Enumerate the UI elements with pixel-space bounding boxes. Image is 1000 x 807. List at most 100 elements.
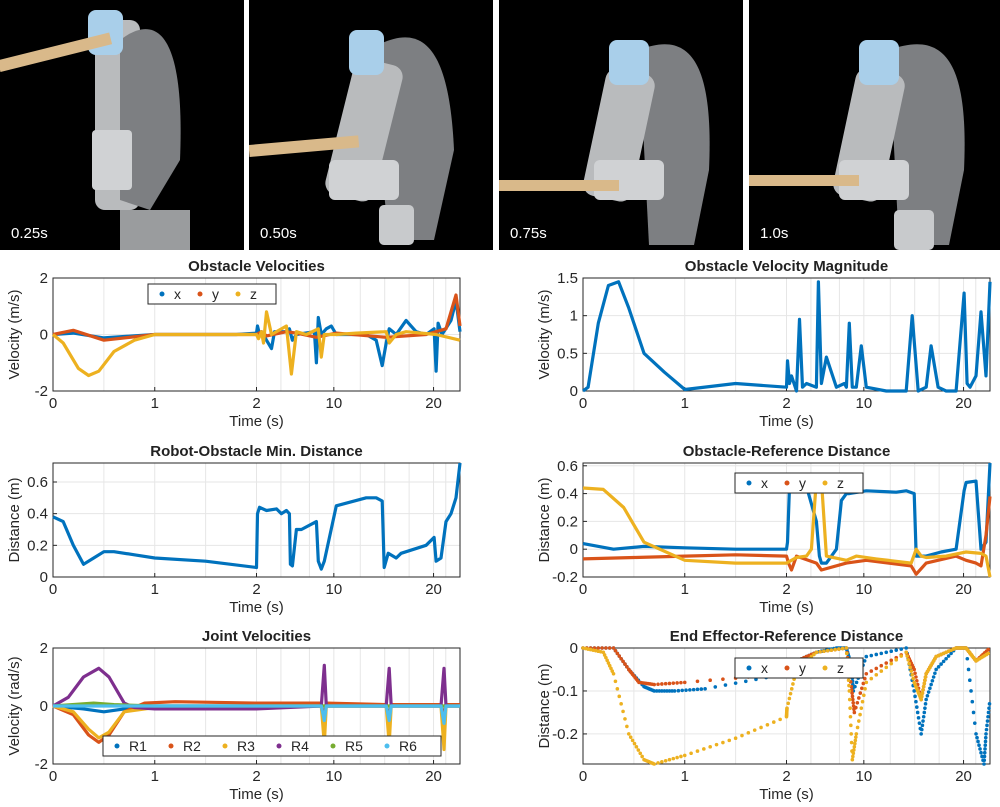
series-y-point [607, 646, 612, 650]
series-z-point [778, 717, 782, 722]
series-z-point [652, 762, 657, 766]
y-axis-label: Velocity (m/s) [6, 289, 23, 379]
series-z-point [638, 751, 643, 756]
series-y [582, 496, 992, 576]
series-z-point [906, 658, 911, 662]
legend-label: R5 [345, 738, 363, 754]
y-tick-label: 0.2 [557, 513, 578, 530]
series-x-point [699, 687, 704, 691]
legend-label: z [250, 286, 257, 302]
series-x-point [894, 648, 899, 652]
series-z-point [689, 751, 693, 756]
series-x-point [853, 684, 857, 689]
series-z-point [765, 722, 770, 727]
series-z-point [682, 753, 687, 758]
x-axis-label: Time (s) [229, 599, 283, 616]
legend-marker [746, 665, 752, 671]
series-x-point [915, 705, 919, 709]
x-tick-label: 10 [325, 768, 342, 785]
y-tick-label: 0 [570, 541, 578, 558]
series-x-point [928, 686, 932, 691]
series-x-point [939, 662, 943, 666]
series-y-point [625, 664, 629, 669]
series-x-point [862, 659, 867, 663]
series-z-point [602, 653, 607, 657]
series-z-point [860, 699, 865, 704]
photo-frame-1: 0.25s [0, 0, 244, 250]
series-x-point [986, 710, 991, 715]
series-y-point [682, 680, 687, 685]
robot-photo-3 [499, 0, 743, 250]
x-tick-label: 0 [49, 768, 57, 785]
series-z-point [905, 654, 910, 658]
series-x-point [921, 719, 925, 723]
series-z-point [679, 754, 683, 759]
series-z-point [733, 736, 738, 741]
series-z-point [621, 709, 625, 714]
y-axis-label: Distance (m) [6, 477, 23, 562]
series-z-point [864, 680, 869, 685]
series-x-point [733, 681, 738, 685]
series-x-point [916, 716, 921, 720]
series-y-point [850, 691, 854, 695]
y-axis-label: Distance (m) [536, 663, 553, 748]
series-z-point [847, 697, 852, 702]
series-x-point [869, 653, 874, 658]
series-x-point [978, 747, 982, 751]
series-z-point [833, 647, 837, 652]
series-y-point [656, 682, 660, 687]
series-y-point [695, 679, 700, 684]
series-z-point [771, 720, 776, 724]
x-tick-label: 10 [855, 395, 872, 412]
series-z-point [862, 693, 866, 698]
legend-label: x [174, 286, 181, 302]
series-y-point [879, 663, 884, 668]
series-z-point [849, 740, 854, 745]
x-tick-label: 2 [252, 395, 260, 412]
x-tick-label: 2 [782, 581, 790, 598]
series-x-point [933, 671, 937, 676]
series-x-point [980, 754, 984, 759]
series-z-point [857, 719, 861, 723]
x-tick-label: 20 [425, 395, 442, 412]
series-z-point [630, 738, 635, 743]
y-tick-label: 0.4 [27, 506, 48, 523]
series-z-point [921, 684, 926, 689]
series-x-point [983, 743, 988, 748]
series-x-point [915, 710, 920, 715]
x-tick-label: 2 [252, 768, 260, 785]
y-axis-label: Velocity (rad/s) [6, 656, 23, 755]
legend-marker [235, 291, 241, 297]
series-x-point [914, 699, 918, 704]
series-x-point [691, 687, 696, 692]
series-z-point [909, 669, 913, 673]
series-y-point [889, 658, 894, 663]
series-z-point [919, 694, 924, 699]
series-z-point [846, 678, 851, 683]
series-z-point [675, 755, 679, 760]
series-z-point [829, 648, 834, 652]
series-x-point [864, 654, 869, 659]
legend-box [147, 283, 277, 305]
series-x-point [970, 699, 975, 704]
series-z-point [752, 728, 757, 732]
series-z-point [617, 694, 622, 699]
series-y-point [604, 646, 608, 650]
series-y-point [915, 678, 919, 683]
series-z-point [656, 761, 660, 765]
y-tick-label: 2 [40, 640, 48, 657]
series-z-point [623, 717, 627, 721]
series-x-point [672, 689, 677, 693]
series-y-point [861, 681, 866, 686]
photo-timestamp-label: 0.75s [510, 225, 547, 242]
legend-label: x [761, 660, 768, 676]
series-x-point [917, 721, 922, 725]
x-tick-label: 10 [325, 395, 342, 412]
x-tick-label: 0 [49, 581, 57, 598]
series-z-point [634, 745, 639, 749]
series-z-point [921, 688, 925, 692]
series-z-point [809, 654, 814, 659]
photo-frame-3: 0.75s [499, 0, 743, 250]
